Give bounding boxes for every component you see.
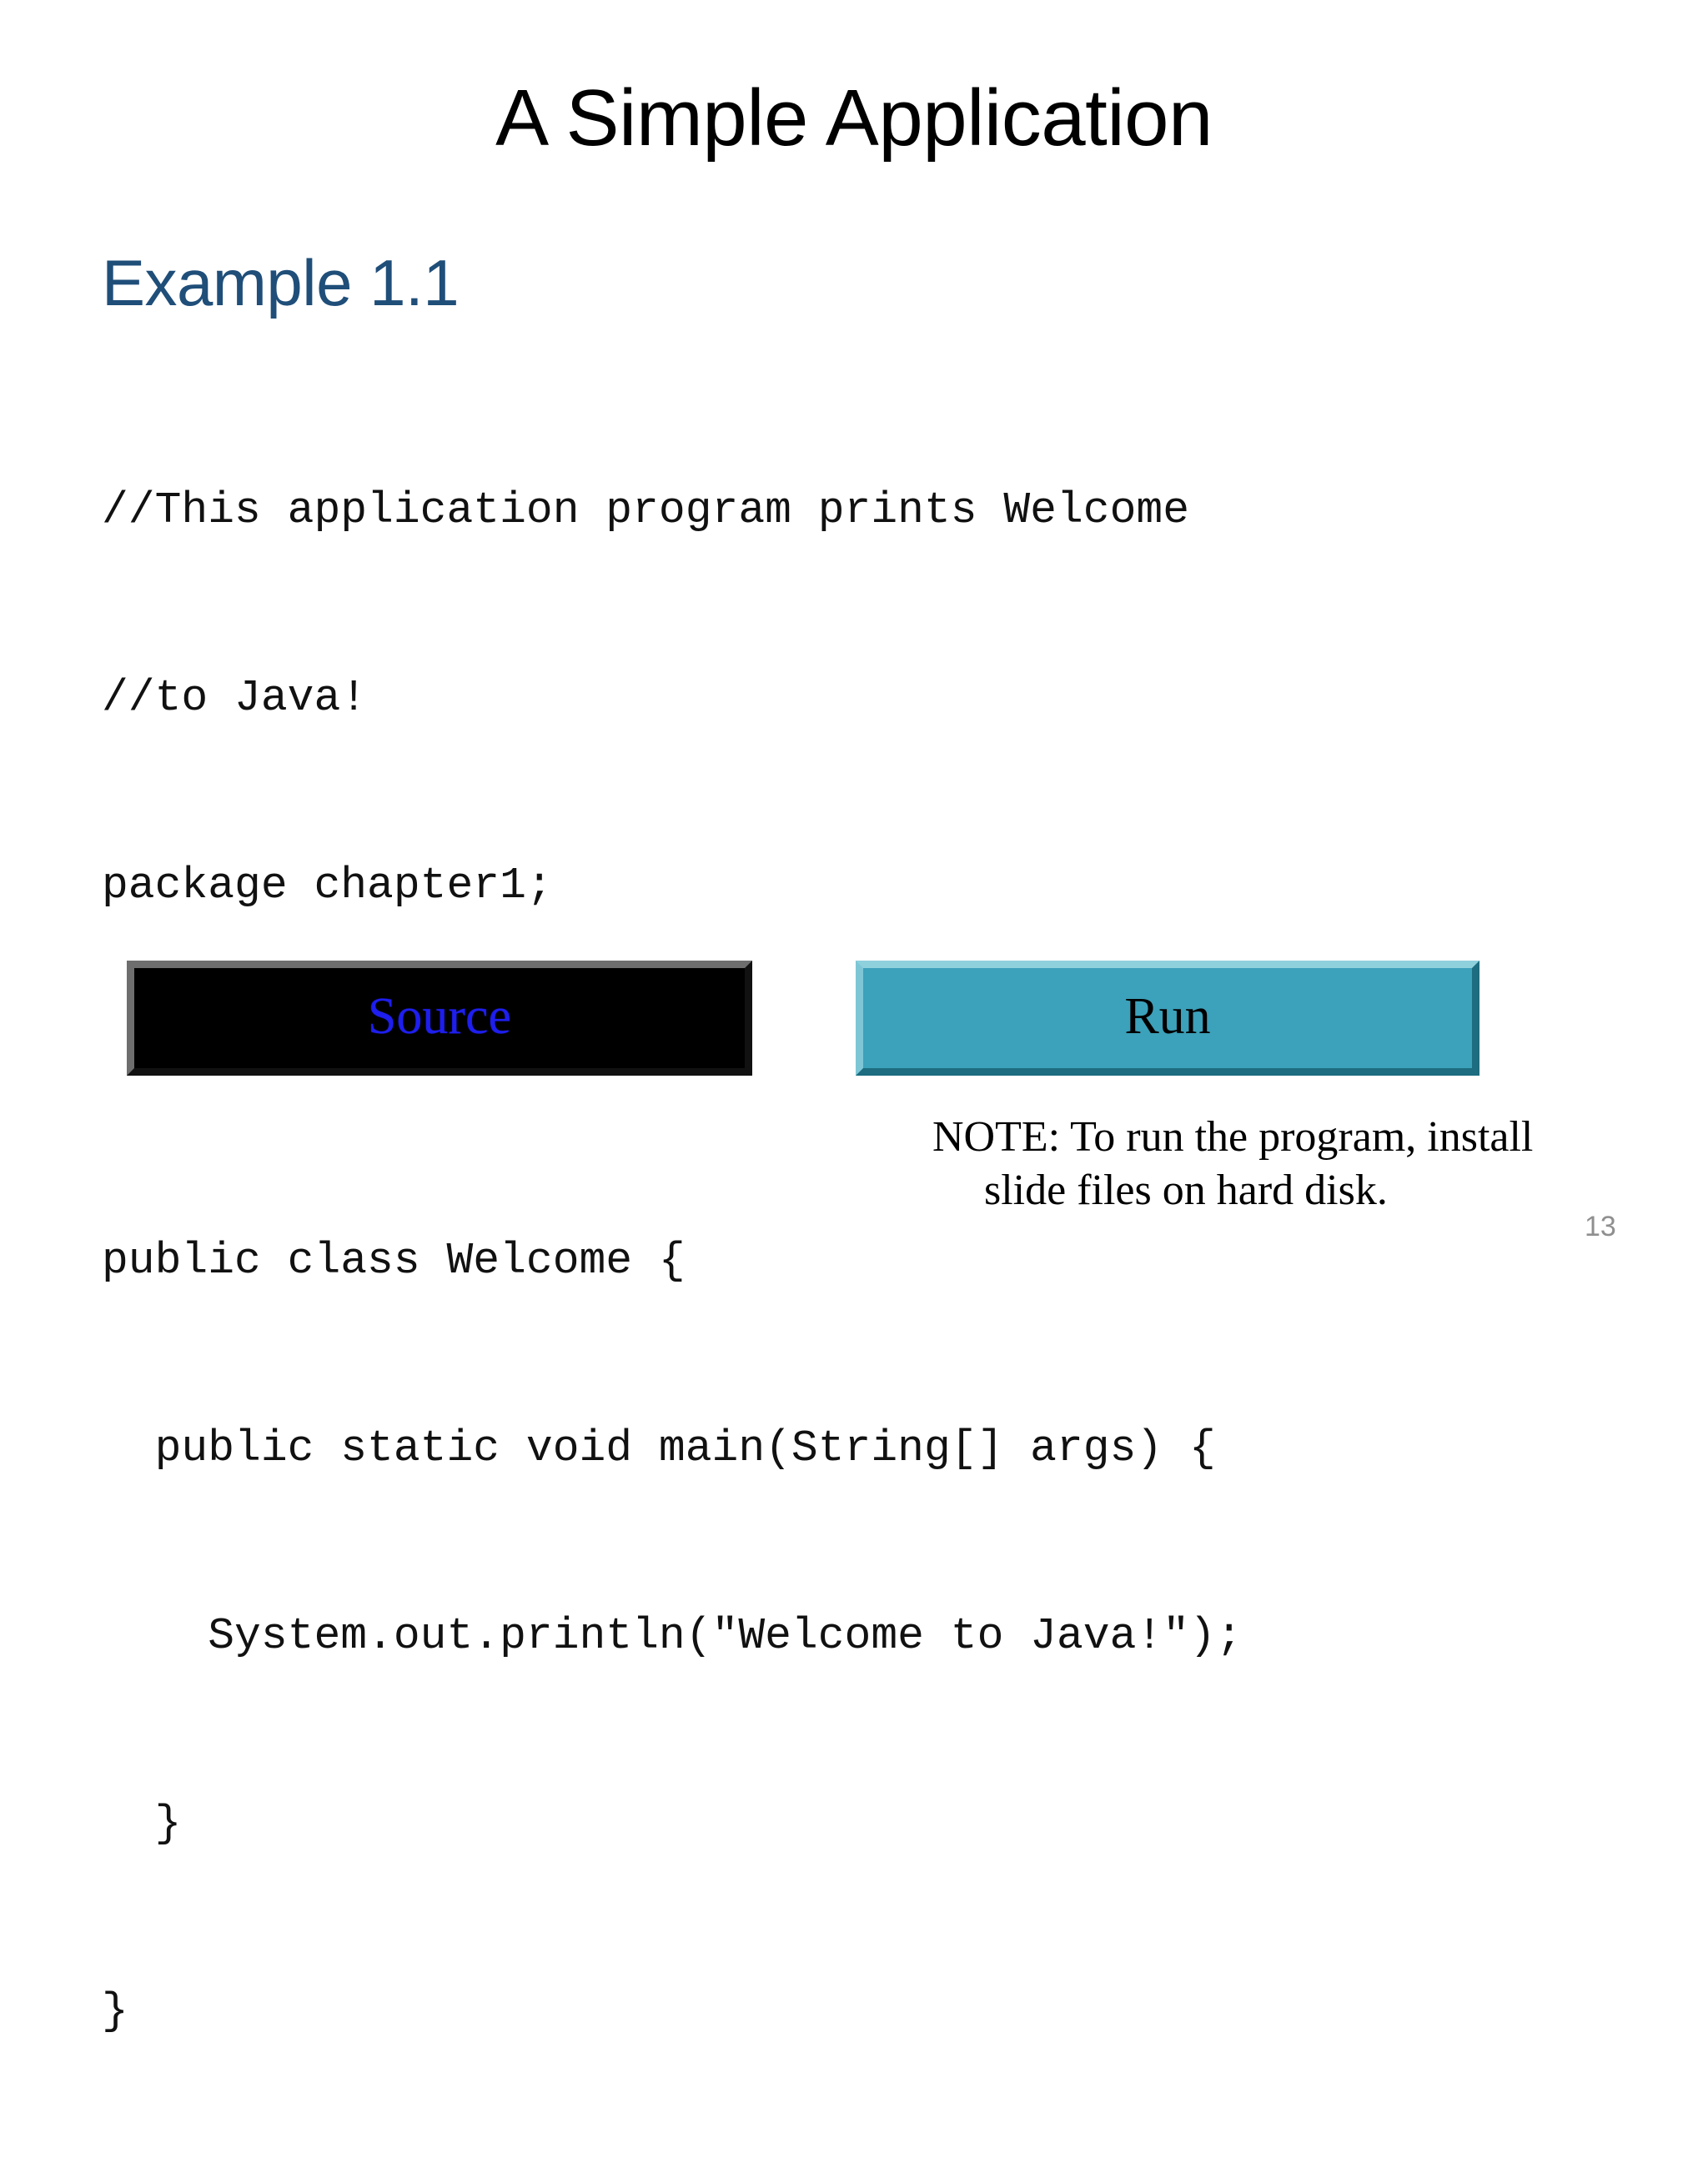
code-line: public class Welcome {: [102, 1236, 686, 1286]
run-button[interactable]: Run: [856, 961, 1479, 1076]
source-button-label: Source: [367, 988, 512, 1045]
button-row: Source Run: [0, 961, 1708, 1086]
source-button[interactable]: Source: [127, 961, 752, 1076]
slide-canvas: A Simple Application Example 1.1 //This …: [0, 73, 1708, 2036]
code-line: //to Java!: [102, 673, 368, 723]
example-heading: Example 1.1: [102, 246, 460, 319]
note-text: NOTE: To run the program, install slide …: [932, 1113, 1534, 1214]
code-line: System.out.println("Welcome to Java!");: [102, 1611, 1243, 1661]
page-number: 13: [1585, 1211, 1616, 1242]
code-line: //This application program prints Welcom…: [102, 485, 1190, 535]
code-block: //This application program prints Welcom…: [102, 354, 1670, 2168]
code-line: }: [102, 1799, 182, 1849]
page-title: A Simple Application: [495, 73, 1213, 163]
code-line: }: [102, 1986, 128, 2036]
code-line: package chapter1;: [102, 861, 553, 911]
run-button-label: Run: [1124, 988, 1211, 1045]
code-line: public static void main(String[] args) {: [102, 1423, 1216, 1473]
